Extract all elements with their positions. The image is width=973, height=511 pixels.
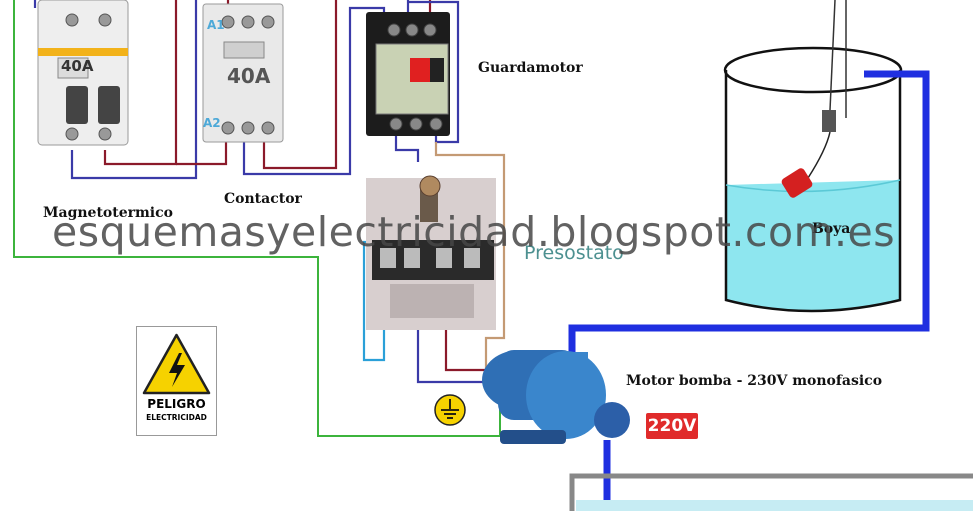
- motor-bomba-label: Motor bomba - 230V monofasico: [626, 373, 883, 389]
- contactor-device: [202, 3, 284, 143]
- contactor-terminal-a2: A2: [203, 116, 221, 130]
- ground-wire: [13, 0, 501, 437]
- lower-reservoir: [569, 473, 973, 511]
- contactor-terminal-a1: A1: [207, 18, 225, 32]
- pump-motor: [482, 350, 630, 444]
- contactor-label: Contactor: [224, 191, 302, 207]
- watermark-url: esquemasyelectricidad.blogspot.com.es: [52, 208, 896, 256]
- voltage-badge: 220V: [646, 413, 698, 439]
- water-tank: [723, 0, 903, 313]
- boya-label: Boya: [812, 221, 851, 237]
- warning-sign-title: PELIGRO: [147, 397, 206, 411]
- magnetotermico-breaker: [37, 0, 129, 146]
- breaker-rating: 40A: [61, 57, 94, 75]
- danger-warning-sign: PELIGRO ELECTRICIDAD: [136, 326, 217, 436]
- high-voltage-warning-icon: [142, 333, 211, 395]
- guardamotor-label: Guardamotor: [478, 60, 583, 76]
- magnetotermico-label: Magnetotermico: [43, 205, 173, 221]
- presostato-label: Presostato: [524, 242, 624, 264]
- contactor-rating: 40A: [227, 64, 271, 88]
- ground-symbol-icon: [434, 394, 466, 426]
- guardamotor-device: [366, 12, 450, 136]
- presostato-device: [366, 175, 496, 330]
- warning-sign-subtitle: ELECTRICIDAD: [146, 413, 207, 422]
